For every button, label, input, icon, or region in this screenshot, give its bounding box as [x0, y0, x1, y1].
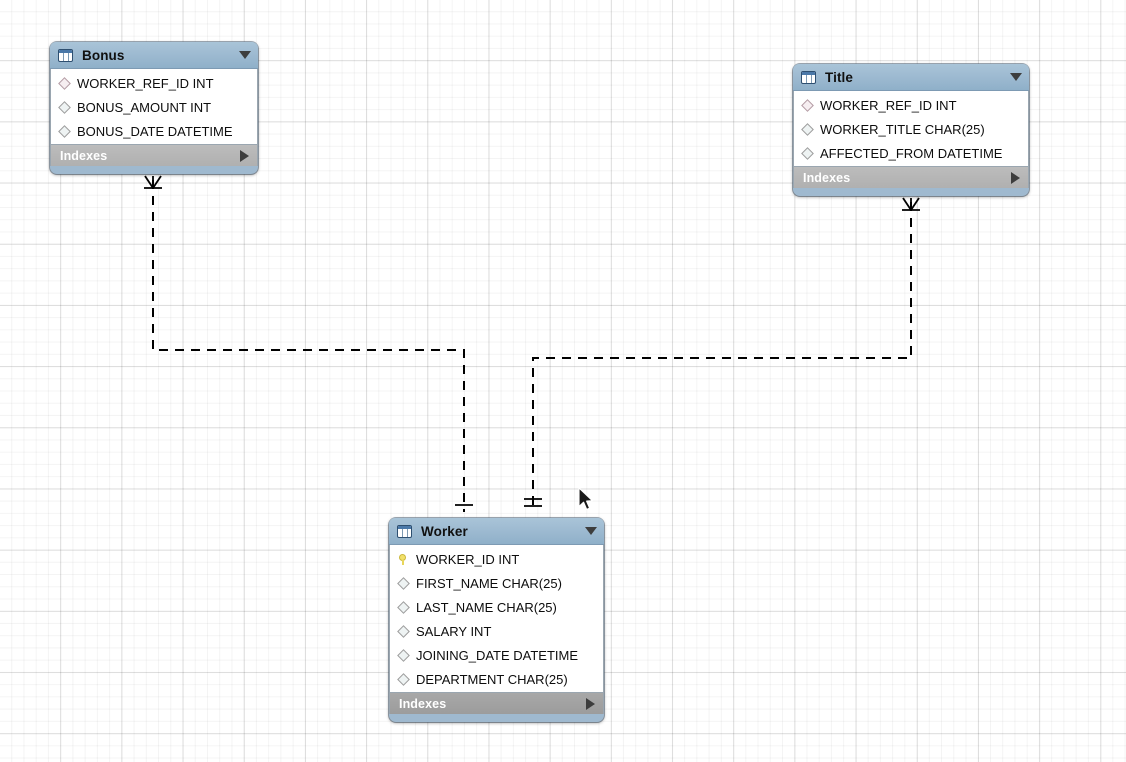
- column-list-worker: WORKER_ID INT FIRST_NAME CHAR(25) LAST_N…: [389, 545, 604, 692]
- column-label: WORKER_ID INT: [416, 551, 520, 567]
- table-icon: [58, 48, 73, 62]
- column-row[interactable]: BONUS_DATE DATETIME: [51, 119, 257, 143]
- indexes-label: Indexes: [399, 696, 447, 711]
- table-header-title[interactable]: Title: [793, 64, 1029, 91]
- table-header-bonus[interactable]: Bonus: [50, 42, 258, 69]
- column-list-title: WORKER_REF_ID INT WORKER_TITLE CHAR(25) …: [793, 91, 1029, 166]
- relationship-line: [152, 180, 465, 512]
- column-row-primary-key[interactable]: WORKER_ID INT: [390, 547, 603, 571]
- table-header-worker[interactable]: Worker: [389, 518, 604, 545]
- column-label: FIRST_NAME CHAR(25): [416, 575, 562, 591]
- column-label: AFFECTED_FROM DATETIME: [820, 145, 1003, 161]
- diamond-fk-icon: [58, 76, 71, 90]
- column-row[interactable]: WORKER_REF_ID INT: [51, 71, 257, 95]
- relationship-line: [532, 202, 912, 512]
- relationship-bonus-worker[interactable]: [144, 175, 473, 512]
- diamond-icon: [58, 100, 71, 114]
- diamond-icon: [801, 146, 814, 160]
- table-name-label: Title: [825, 69, 854, 85]
- table-figure-worker[interactable]: Worker WORKER_ID INT FIRST_NAME CHAR(25)…: [389, 518, 604, 722]
- column-row[interactable]: FIRST_NAME CHAR(25): [390, 571, 603, 595]
- column-label: BONUS_DATE DATETIME: [77, 123, 233, 139]
- key-icon: [398, 553, 409, 565]
- column-row[interactable]: AFFECTED_FROM DATETIME: [794, 141, 1028, 165]
- column-row[interactable]: WORKER_TITLE CHAR(25): [794, 117, 1028, 141]
- cardinality-one-worker-b: [524, 498, 542, 507]
- column-list-bonus: WORKER_REF_ID INT BONUS_AMOUNT INT BONUS…: [50, 69, 258, 144]
- column-label: WORKER_TITLE CHAR(25): [820, 121, 985, 137]
- diamond-icon: [397, 576, 410, 590]
- column-row[interactable]: WORKER_REF_ID INT: [794, 93, 1028, 117]
- diamond-icon: [58, 124, 71, 138]
- mouse-pointer-icon: [578, 487, 593, 510]
- table-name-label: Bonus: [82, 47, 125, 63]
- indexes-label: Indexes: [60, 148, 108, 163]
- column-label: JOINING_DATE DATETIME: [416, 647, 579, 663]
- chevron-down-icon[interactable]: [1010, 73, 1022, 81]
- column-row[interactable]: DEPARTMENT CHAR(25): [390, 667, 603, 691]
- column-label: WORKER_REF_ID INT: [820, 97, 957, 113]
- table-name-label: Worker: [421, 523, 468, 539]
- diamond-fk-icon: [801, 98, 814, 112]
- chevron-right-icon[interactable]: [240, 149, 249, 162]
- chevron-down-icon[interactable]: [585, 527, 597, 535]
- chevron-right-icon[interactable]: [586, 697, 595, 710]
- column-label: DEPARTMENT CHAR(25): [416, 671, 568, 687]
- column-label: BONUS_AMOUNT INT: [77, 99, 212, 115]
- indexes-bar-worker[interactable]: Indexes: [389, 692, 604, 714]
- crowfoot-many-bonus: [144, 175, 162, 189]
- diamond-icon: [801, 122, 814, 136]
- diamond-icon: [397, 672, 410, 686]
- relationship-title-worker[interactable]: [524, 197, 920, 512]
- table-icon: [397, 524, 412, 538]
- diamond-icon: [397, 648, 410, 662]
- indexes-label: Indexes: [803, 170, 851, 185]
- column-label: SALARY INT: [416, 623, 492, 639]
- indexes-bar-bonus[interactable]: Indexes: [50, 144, 258, 166]
- table-icon: [801, 70, 816, 84]
- column-row[interactable]: SALARY INT: [390, 619, 603, 643]
- column-label: LAST_NAME CHAR(25): [416, 599, 557, 615]
- diamond-icon: [397, 600, 410, 614]
- column-row[interactable]: LAST_NAME CHAR(25): [390, 595, 603, 619]
- crowfoot-many-title: [902, 197, 920, 211]
- column-row[interactable]: BONUS_AMOUNT INT: [51, 95, 257, 119]
- table-figure-bonus[interactable]: Bonus WORKER_REF_ID INT BONUS_AMOUNT INT…: [50, 42, 258, 174]
- diamond-icon: [397, 624, 410, 638]
- column-row[interactable]: JOINING_DATE DATETIME: [390, 643, 603, 667]
- table-figure-title[interactable]: Title WORKER_REF_ID INT WORKER_TITLE CHA…: [793, 64, 1029, 196]
- chevron-right-icon[interactable]: [1011, 171, 1020, 184]
- indexes-bar-title[interactable]: Indexes: [793, 166, 1029, 188]
- column-label: WORKER_REF_ID INT: [77, 75, 214, 91]
- chevron-down-icon[interactable]: [239, 51, 251, 59]
